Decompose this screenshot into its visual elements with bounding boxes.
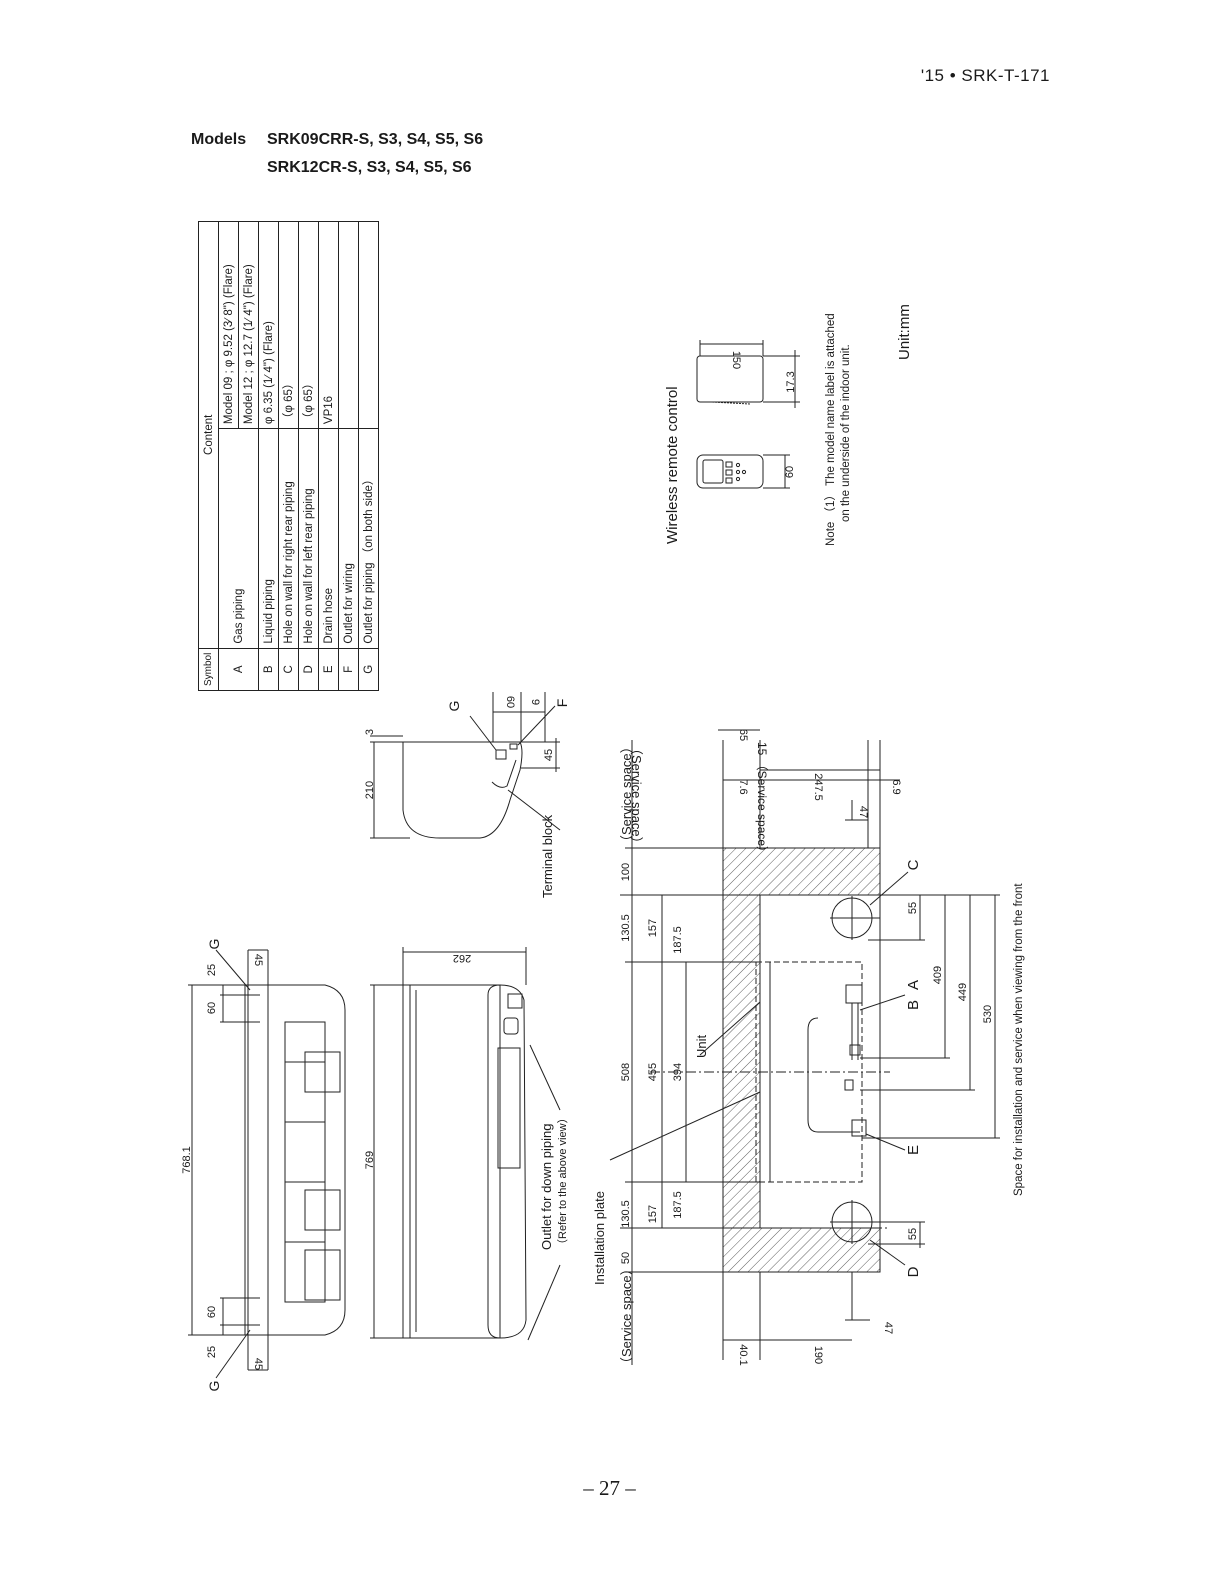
label-f: F [554, 699, 570, 708]
label-c: C [905, 859, 922, 870]
dim-remote-width: 60 [784, 466, 796, 478]
dim-508: 508 [620, 1063, 632, 1081]
unit-top-view [188, 949, 346, 1379]
label-terminal-block: Terminal block [540, 814, 555, 898]
dim-210: 210 [364, 781, 376, 799]
dim-130-5-lower: 130.5 [620, 1200, 632, 1228]
dim-530: 530 [982, 1005, 994, 1023]
dim-247-5: 247.5 [812, 773, 824, 801]
dim-769: 769 [364, 1151, 376, 1169]
remote-control-side-view [696, 340, 800, 408]
models-heading: Models SRK09CRR-S, S3, S4, S5, S6 SRK12CR… [191, 130, 483, 186]
unit-side-view [370, 692, 561, 839]
label-outlet-down-1: Outlet for down piping [539, 1124, 554, 1250]
model-line-1: SRK09CRR-S, S3, S4, S5, S6 [267, 131, 484, 148]
label-e: E [905, 1145, 922, 1155]
label-a: A [905, 980, 922, 990]
unit-front-view [370, 947, 561, 1341]
dim-9: 9 [529, 699, 541, 705]
dim-45-upper: 45 [252, 954, 264, 966]
dim-394: 394 [672, 1063, 684, 1081]
label-unit: Unit [694, 1034, 709, 1058]
dim-157-upper: 157 [647, 919, 659, 937]
model-line-2: SRK12CR-S, S3, S4, S5, S6 [267, 159, 472, 176]
dim-60-side: 60 [504, 696, 516, 708]
label-service-space-bottom: （Service space） [619, 1262, 634, 1370]
dim-remote-height: 150 [730, 351, 742, 369]
label-service-space-top: （Service space） [619, 740, 634, 848]
remote-control-front-view [696, 454, 790, 489]
label-service-space-15: 15 （Service space） [755, 742, 769, 858]
label-installation-plate: Installation plate [592, 1191, 607, 1285]
models-label: Models [191, 131, 247, 148]
label-g-top-upper: G [206, 939, 222, 950]
label-d: D [905, 1266, 922, 1277]
dim-40-1: 40.1 [737, 1344, 749, 1365]
dim-449: 449 [957, 983, 969, 1001]
dim-3: 3 [364, 729, 376, 735]
dim-47-upper: 47 [857, 806, 869, 818]
label-outlet-down-2: （Refer to the above view） [556, 1112, 569, 1250]
dim-65: 65 [737, 729, 749, 741]
dim-55-upper: 55 [907, 902, 919, 914]
dim-45-lower: 45 [252, 1358, 264, 1370]
dim-55-lower: 55 [907, 1228, 919, 1240]
dim-60-top-upper: 60 [206, 1002, 218, 1014]
dim-remote-depth: 17.3 [785, 371, 797, 392]
dim-455: 455 [647, 1063, 659, 1081]
dim-768-1: 768.1 [181, 1146, 193, 1174]
dim-7-6: 7.6 [737, 779, 749, 794]
dim-100: 100 [620, 863, 632, 881]
label-b: B [905, 1000, 922, 1010]
installation-space-view [609, 729, 1000, 1365]
dim-187-5-lower: 187.5 [672, 1191, 684, 1219]
label-service-space-right: （Service space） [629, 742, 644, 850]
dim-187-5-upper: 187.5 [672, 926, 684, 954]
dim-262: 262 [453, 952, 471, 964]
document-reference: '15 • SRK-T-171 [920, 66, 1050, 85]
dim-47-lower: 47 [882, 1322, 894, 1334]
dim-45-side: 45 [543, 749, 555, 761]
dim-25-upper: 25 [206, 964, 218, 976]
dim-190: 190 [812, 1346, 824, 1364]
dim-409: 409 [932, 966, 944, 984]
dim-6-9: 6.9 [890, 779, 902, 794]
dim-157-lower: 157 [647, 1205, 659, 1223]
label-g-top-lower: G [206, 1381, 222, 1392]
page-number: – 27 – [583, 1476, 636, 1500]
dim-60-top-lower: 60 [206, 1306, 218, 1318]
label-g-side: G [446, 701, 462, 712]
dim-50: 50 [620, 1252, 632, 1264]
dim-25-lower: 25 [206, 1346, 218, 1358]
dim-130-5-upper: 130.5 [620, 914, 632, 942]
